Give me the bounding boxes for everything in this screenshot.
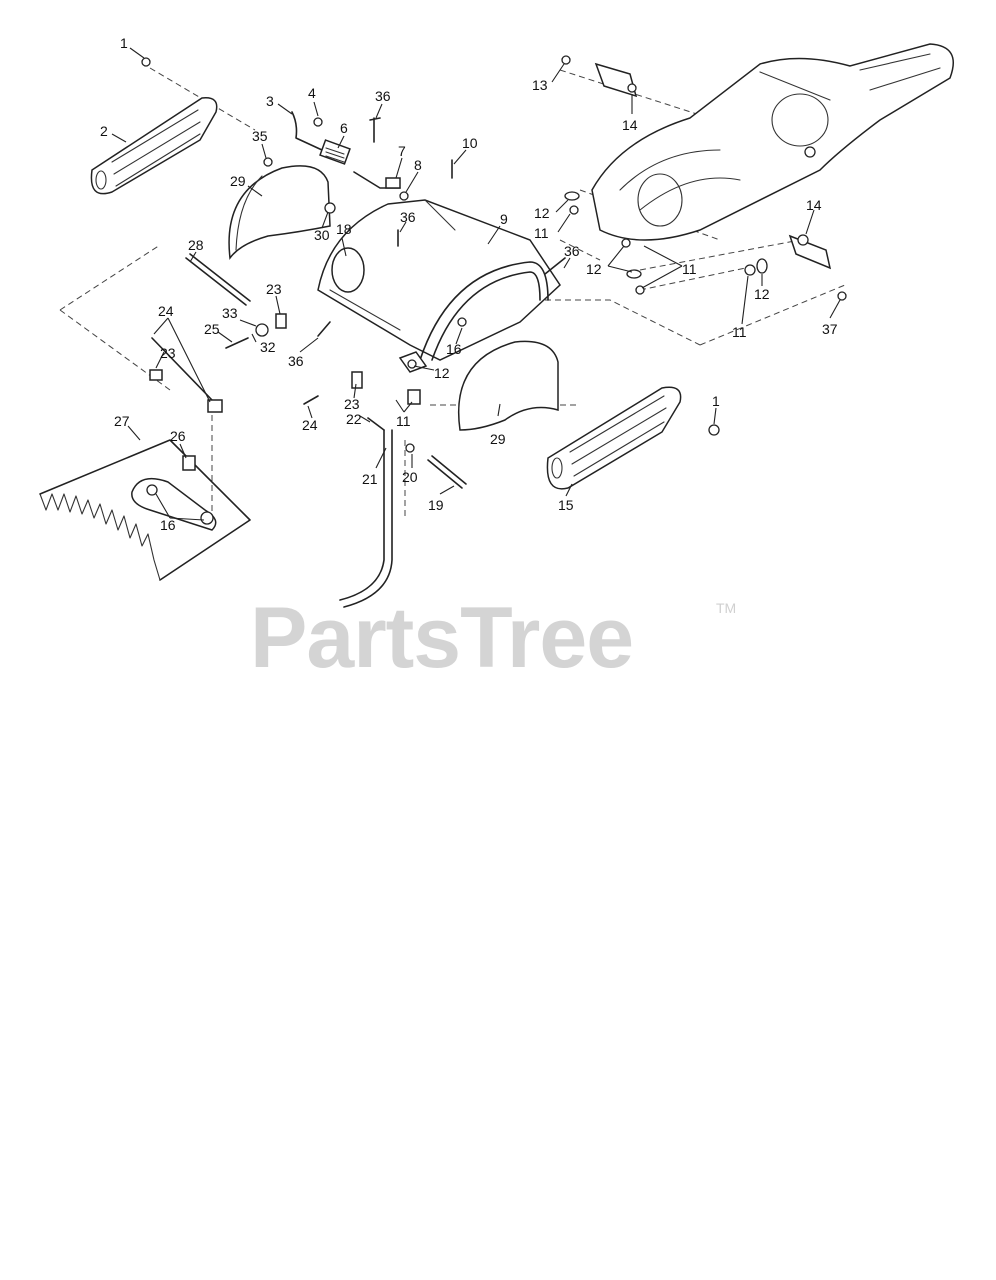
callout-24-upper: 24 [158,303,174,319]
callout-36-hood: 36 [400,209,416,225]
tine-assembly [39,439,251,581]
callout-11-center: 11 [682,261,697,277]
callout-8: 8 [414,157,422,173]
callout-14-right: 14 [806,197,822,213]
callout-36-mid: 36 [288,353,304,369]
hardware [141,55,847,471]
right-side-shield [458,340,559,431]
depth-lever-assembly [291,111,409,201]
callout-6: 6 [340,120,348,136]
left-fender-shroud [90,97,218,195]
callout-14-top: 14 [622,117,638,133]
tine-hood [317,199,561,361]
mounting-bracket-top [594,62,638,98]
callout-19: 19 [428,497,444,513]
watermark-trademark: TM [716,600,737,616]
callout-36-right: 36 [564,243,580,259]
callout-16-mid: 16 [446,341,462,357]
pin [427,455,467,489]
callout-10: 10 [462,135,478,151]
callout-3: 3 [266,93,274,109]
callout-11-upper: 11 [534,225,549,241]
callout-22: 22 [346,411,362,427]
mounting-bracket-right [788,234,832,270]
callout-25: 25 [204,321,220,337]
callout-36-top: 36 [375,88,391,104]
callout-29-left: 29 [230,173,246,189]
callout-21: 21 [362,471,378,487]
callout-4: 4 [308,85,316,101]
callout-11-mid: 11 [396,413,411,429]
partstree-watermark: PartsTree TM [250,588,736,688]
leader-lines [111,47,841,521]
callout-15: 15 [558,497,574,513]
callout-16-lower: 16 [160,517,176,533]
callout-28: 28 [188,237,204,253]
right-fender-shroud [546,386,682,490]
callout-11-right: 11 [732,324,747,340]
hood-arch-bar [419,261,549,361]
callout-23-lower: 23 [344,396,360,412]
callout-12-upper: 12 [534,205,550,221]
watermark-brand: PartsTree [250,590,634,686]
callout-1-right: 1 [712,393,720,409]
callout-30: 30 [314,227,330,243]
callout-23-left: 23 [160,345,176,361]
callout-7: 7 [398,143,406,159]
callout-35: 35 [252,128,268,144]
callout-13: 13 [532,77,548,93]
callout-23-upper: 23 [266,281,282,297]
callout-12-mid: 12 [434,365,450,381]
callout-labels: 1 2 3 4 35 36 6 7 8 10 29 30 18 36 9 28 … [100,35,838,533]
callout-27: 27 [114,413,130,429]
depth-stake [339,429,393,608]
callout-29-right: 29 [490,431,506,447]
callout-18: 18 [336,221,352,237]
flap-rod [185,253,251,306]
callout-24-lower: 24 [302,417,318,433]
callout-20: 20 [402,469,418,485]
callout-2: 2 [100,123,108,139]
transmission-housing [591,43,954,241]
callout-37: 37 [822,321,838,337]
callout-1-top-left: 1 [120,35,128,51]
callout-9: 9 [500,211,508,227]
callout-12-center: 12 [586,261,602,277]
callout-26: 26 [170,428,186,444]
callout-33: 33 [222,305,238,321]
left-side-shield [228,165,331,261]
callout-12-right: 12 [754,286,770,302]
callout-32: 32 [260,339,276,355]
